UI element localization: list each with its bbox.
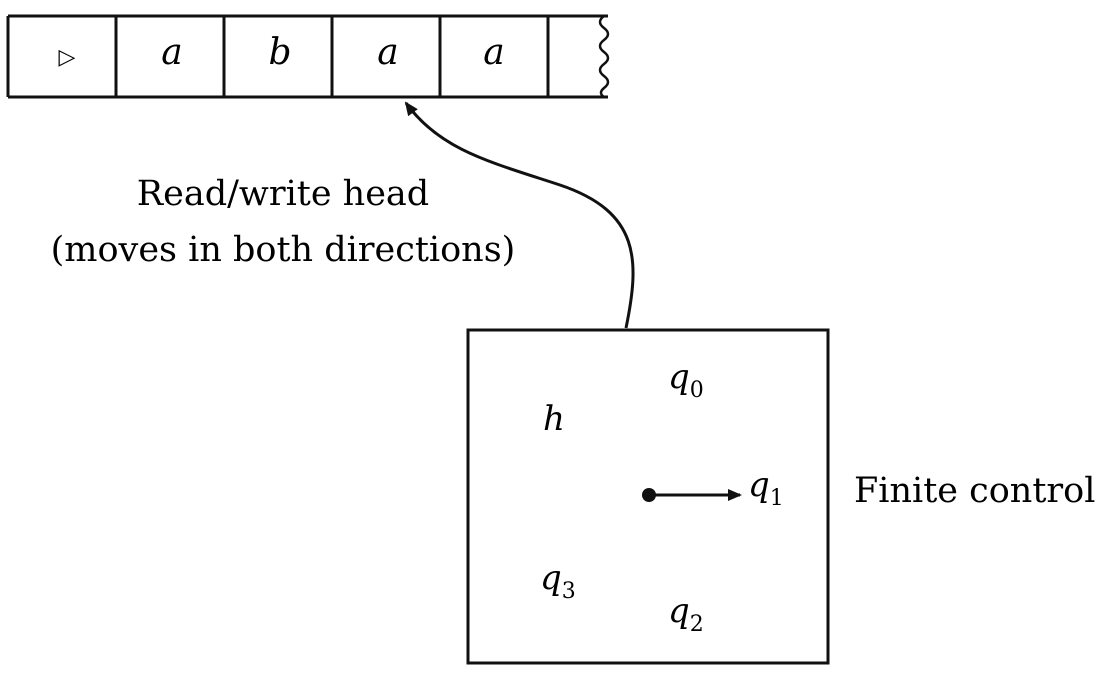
head-label-line1: Read/write head: [137, 174, 429, 214]
tape-torn-edge: [598, 15, 610, 99]
current-state-dot: [642, 488, 656, 502]
tape-cell-symbol: a: [483, 32, 504, 73]
finite-control: q0 h q1 q3 q2: [466, 328, 830, 665]
head-label-line2: (moves in both directions): [51, 230, 516, 270]
finite-control-label: Finite control: [854, 471, 1095, 511]
state-q0: q0: [668, 357, 704, 403]
state-q1: q1: [748, 465, 784, 511]
tape: ▷ a b a a: [6, 14, 610, 99]
tape-cell-symbol: b: [268, 32, 291, 73]
state-q3: q3: [540, 558, 576, 604]
state-h: h: [543, 399, 565, 439]
tape-cell-symbol: a: [161, 32, 182, 73]
finite-control-box: [466, 328, 830, 665]
read-write-head-arrow: [404, 101, 635, 329]
tape-cell-left-end-marker: ▷: [59, 45, 76, 70]
tape-cell-symbol: a: [377, 32, 398, 73]
state-q2: q2: [668, 591, 704, 637]
